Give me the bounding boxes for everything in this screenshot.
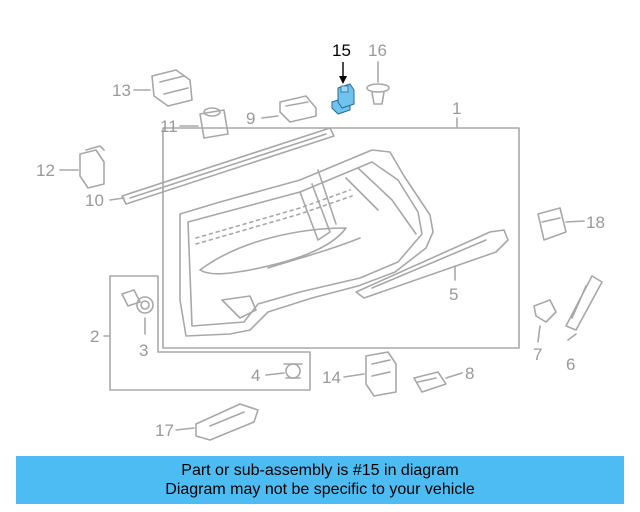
subassembly-box (109, 275, 311, 391)
callout-6: 6 (566, 355, 575, 374)
callout-8: 8 (465, 364, 474, 383)
switch-pack-part-13 (151, 69, 193, 107)
callout-14: 14 (322, 368, 341, 387)
callout-11: 11 (160, 117, 178, 136)
switch-part-8 (413, 371, 447, 393)
callout-18: 18 (586, 213, 605, 232)
armrest-strip-part-5 (355, 229, 509, 299)
parts-diagram: 1 2 3 4 5 6 7 8 9 10 11 12 13 14 16 17 1… (36, 41, 605, 441)
callout-9: 9 (246, 109, 255, 128)
callout-17: 17 (155, 421, 174, 440)
callout-7: 7 (533, 345, 542, 364)
knob-part-11 (199, 107, 229, 139)
callout-4: 4 (251, 366, 260, 385)
clip-part-4 (283, 363, 303, 379)
seal-strip-part-10 (121, 127, 335, 205)
callout-5: 5 (449, 285, 458, 304)
callout-12: 12 (36, 161, 55, 180)
callout-1: 1 (452, 99, 461, 118)
callout-16: 16 (368, 41, 387, 60)
callout-2: 2 (90, 327, 99, 346)
push-pin-part-16 (366, 83, 390, 105)
bolt-part-3 (121, 289, 154, 314)
switch-part-14 (365, 351, 397, 397)
callout-15[interactable]: 15 (332, 41, 351, 60)
banner-line-2: Diagram may not be specific to your vehi… (165, 481, 475, 498)
bracket-part-7 (533, 299, 557, 323)
callout-10: 10 (85, 191, 104, 210)
door-trim-panel (179, 149, 434, 337)
callout-13: 13 (112, 81, 131, 100)
callout-3: 3 (139, 341, 148, 360)
banner-line-1: Part or sub-assembly is #15 in diagram (181, 462, 459, 479)
info-banner: Part or sub-assembly is #15 in diagram D… (16, 456, 624, 504)
handle-part-17 (195, 403, 259, 441)
switch-part-12 (79, 145, 105, 189)
side-trim-part-6 (565, 275, 603, 331)
switch-part-9 (279, 95, 317, 123)
panel-bracket (162, 117, 520, 349)
highlighted-part-15[interactable] (331, 62, 355, 115)
leader-lines (59, 61, 585, 431)
connector-part-18 (537, 207, 567, 241)
